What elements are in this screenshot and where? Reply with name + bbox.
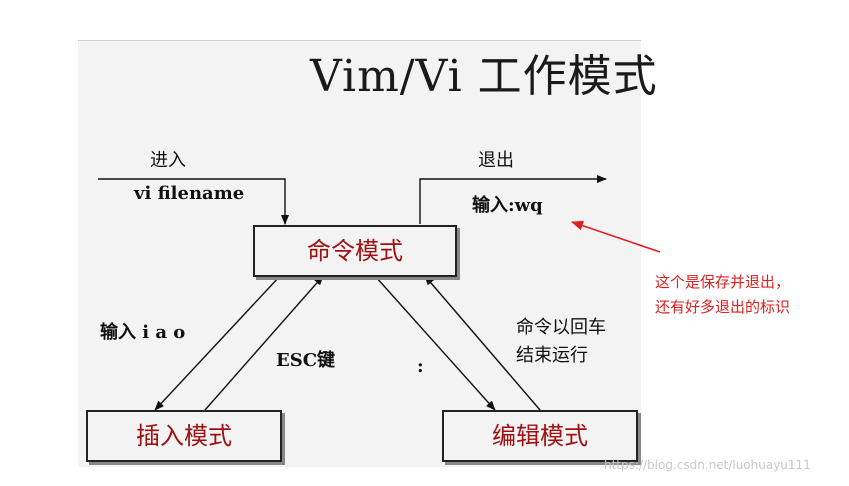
run-label-line1: 命令以回车 xyxy=(516,317,606,338)
colon-label: : xyxy=(417,356,424,377)
insert-keys-label: 输入 i a o xyxy=(100,322,186,343)
exit-command-label: 输入:wq xyxy=(472,195,543,216)
command-to-edit-arrow xyxy=(374,275,496,411)
enter-label: 进入 xyxy=(150,150,186,171)
watermark: https://blog.csdn.net/luohuayu111 xyxy=(604,458,811,472)
run-label-line2: 结束运行 xyxy=(516,345,588,366)
command-mode-label: 命令模式 xyxy=(307,237,403,265)
annotation-arrow xyxy=(571,220,661,253)
annotation-line2: 还有好多退出的标识 xyxy=(655,298,791,316)
insert-mode-box: 插入模式 xyxy=(86,410,282,462)
insert-mode-label: 插入模式 xyxy=(136,422,232,450)
edit-mode-box: 编辑模式 xyxy=(442,410,638,462)
exit-label: 退出 xyxy=(478,150,514,171)
annotation-line1: 这个是保存并退出， xyxy=(655,273,791,291)
esc-key-label: ESC键 xyxy=(276,350,336,371)
command-mode-box: 命令模式 xyxy=(253,225,457,277)
enter-arrow xyxy=(98,178,289,225)
insert-to-command-arrow xyxy=(204,275,324,411)
diagram-title: Vim/Vi 工作模式 xyxy=(310,51,658,102)
command-to-insert-arrow xyxy=(154,275,281,411)
edit-to-command-arrow xyxy=(424,275,541,411)
enter-command-label: vi filename xyxy=(134,183,245,204)
edit-mode-label: 编辑模式 xyxy=(492,422,588,450)
exit-arrow xyxy=(419,175,607,224)
